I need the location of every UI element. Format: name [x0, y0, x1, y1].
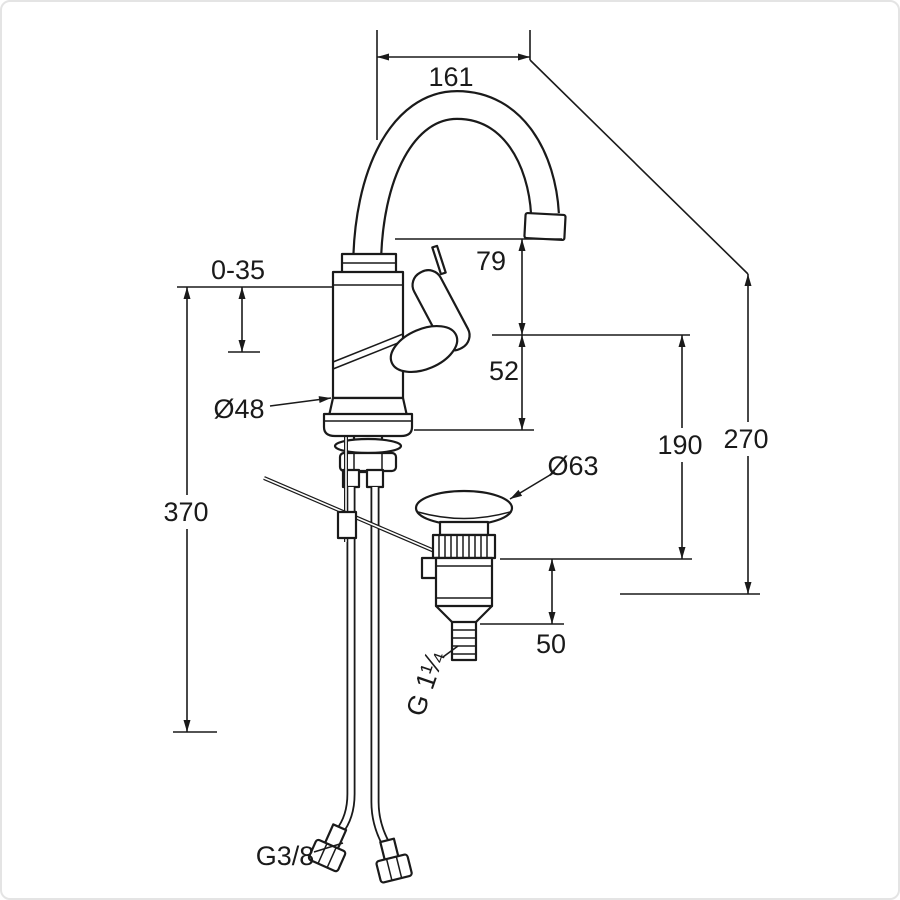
- hose-fitting-left: [307, 823, 348, 873]
- dim-label-base-diameter: Ø48: [213, 394, 264, 424]
- aerator: [523, 211, 567, 242]
- drain-body: [434, 556, 494, 608]
- dimension-hose-thread: G3/8: [256, 841, 344, 871]
- dim-label-overall-height: 270: [723, 424, 768, 454]
- dim-label-outlet-height: 190: [657, 430, 702, 460]
- dim-label-mounting-range: 0-35: [211, 255, 265, 285]
- dim-label-lever-offset: 52: [489, 356, 519, 386]
- hose-fitting-right: [375, 837, 413, 884]
- dimensions: 161 270 79 190 52: [158, 30, 774, 871]
- dim-label-spout-reach: 161: [428, 62, 473, 92]
- drain-knurl: [431, 533, 497, 560]
- supply-hoses: [307, 468, 413, 884]
- dim-label-hose-thread: G3/8: [256, 841, 315, 871]
- dim-label-under-deck-length: 370: [163, 497, 208, 527]
- rod-clamp: [336, 510, 358, 540]
- drain-cap: [414, 489, 514, 527]
- dimension-spout-reach: 161: [376, 30, 531, 140]
- faucet-body: [331, 270, 405, 400]
- lever-pin: [431, 244, 447, 276]
- dim-label-spout-drop: 79: [476, 246, 506, 276]
- dimension-base-diameter: Ø48: [213, 394, 332, 424]
- lever-handle: [389, 244, 471, 374]
- dim-label-waste-cap-diameter: Ø63: [547, 451, 598, 481]
- dim-label-waste-thread: G 1¼: [400, 647, 450, 720]
- pop-up-rod: [263, 436, 447, 558]
- dimension-outlet-height: 190: [492, 334, 708, 560]
- mounting-hardware: [333, 432, 403, 474]
- drain-assembly: [414, 489, 514, 662]
- dimension-mounting-range: 0-35: [177, 255, 333, 353]
- base-escutcheon: [322, 412, 414, 438]
- dimension-under-deck-length: 370: [158, 287, 217, 733]
- faucet: [322, 89, 567, 438]
- dimension-overall-height: 270: [529, 59, 774, 595]
- dimension-waste-cap-diameter: Ø63: [509, 451, 599, 500]
- dimension-spout-drop: 79: [395, 238, 562, 335]
- dim-label-waste-body-height: 50: [536, 629, 566, 659]
- dimension-waste-thread: G 1¼: [400, 645, 459, 720]
- dimension-waste-body-height: 50: [480, 559, 566, 659]
- dimension-lever-offset: 52: [414, 335, 534, 431]
